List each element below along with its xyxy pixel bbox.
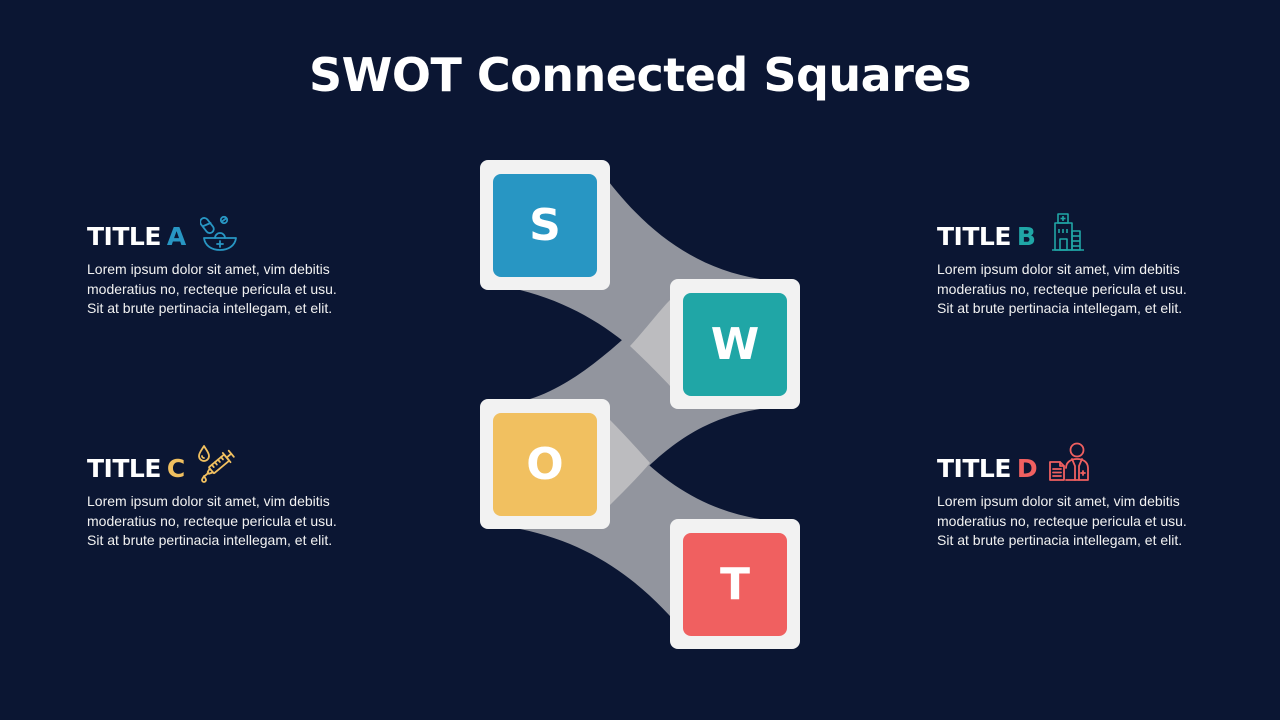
square-strengths-inner: S xyxy=(493,174,597,277)
block-c-line-1: Lorem ipsum dolor sit amet, vim debitis xyxy=(87,493,330,509)
square-letter-s: S xyxy=(529,200,561,251)
square-threats: T xyxy=(670,519,800,649)
connector-overlap-2 xyxy=(610,420,650,505)
block-c-line-2: moderatius no, recteque pericula et usu. xyxy=(87,512,337,529)
block-d-line-3: Sit at brute pertinacia intellegam, et e… xyxy=(937,532,1183,548)
block-b-line-1: Lorem ipsum dolor sit amet, vim debitis xyxy=(937,261,1180,277)
block-d-title-letter: D xyxy=(1016,454,1038,483)
pharmacy-bowl-pills-icon xyxy=(199,208,240,252)
block-b-line-2: moderatius no, recteque pericula et usu. xyxy=(937,280,1187,297)
block-c-line-3: Sit at brute pertinacia intellegam, et e… xyxy=(87,532,333,548)
page-title: SWOT Connected Squares xyxy=(309,48,971,102)
block-a-line-2: moderatius no, recteque pericula et usu. xyxy=(87,280,337,297)
block-a-body: Lorem ipsum dolor sit amet, vim debitis … xyxy=(87,260,377,319)
block-a-title-letter: A xyxy=(166,222,186,251)
syringe-drop-icon xyxy=(195,440,235,484)
block-a-title-prefix: TITLE xyxy=(87,222,161,251)
square-weaknesses-inner: W xyxy=(683,293,787,396)
block-c-title-letter: C xyxy=(166,454,185,483)
block-b-title-letter: B xyxy=(1016,222,1036,251)
block-d-line-1: Lorem ipsum dolor sit amet, vim debitis xyxy=(937,493,1180,509)
block-c-body: Lorem ipsum dolor sit amet, vim debitis … xyxy=(87,492,377,551)
block-a-line-3: Sit at brute pertinacia intellegam, et e… xyxy=(87,300,333,316)
block-d-title-prefix: TITLE xyxy=(937,454,1011,483)
block-c-title-prefix: TITLE xyxy=(87,454,161,483)
square-threats-inner: T xyxy=(683,533,787,636)
square-letter-t: T xyxy=(719,559,750,610)
block-b-body: Lorem ipsum dolor sit amet, vim debitis … xyxy=(937,260,1227,319)
block-b-title-prefix: TITLE xyxy=(937,222,1011,251)
hospital-building-icon xyxy=(1049,208,1089,252)
square-opportunities: O xyxy=(480,399,610,529)
square-strengths: S xyxy=(480,160,610,290)
block-a-line-1: Lorem ipsum dolor sit amet, vim debitis xyxy=(87,261,330,277)
block-b-line-3: Sit at brute pertinacia intellegam, et e… xyxy=(937,300,1183,316)
doctor-report-icon xyxy=(1047,440,1093,484)
square-letter-w: W xyxy=(710,319,760,370)
connector-overlap-1 xyxy=(630,300,670,386)
square-letter-o: O xyxy=(526,439,564,490)
block-d-body: Lorem ipsum dolor sit amet, vim debitis … xyxy=(937,492,1227,551)
block-d-line-2: moderatius no, recteque pericula et usu. xyxy=(937,512,1187,529)
square-opportunities-inner: O xyxy=(493,413,597,516)
square-weaknesses: W xyxy=(670,279,800,409)
